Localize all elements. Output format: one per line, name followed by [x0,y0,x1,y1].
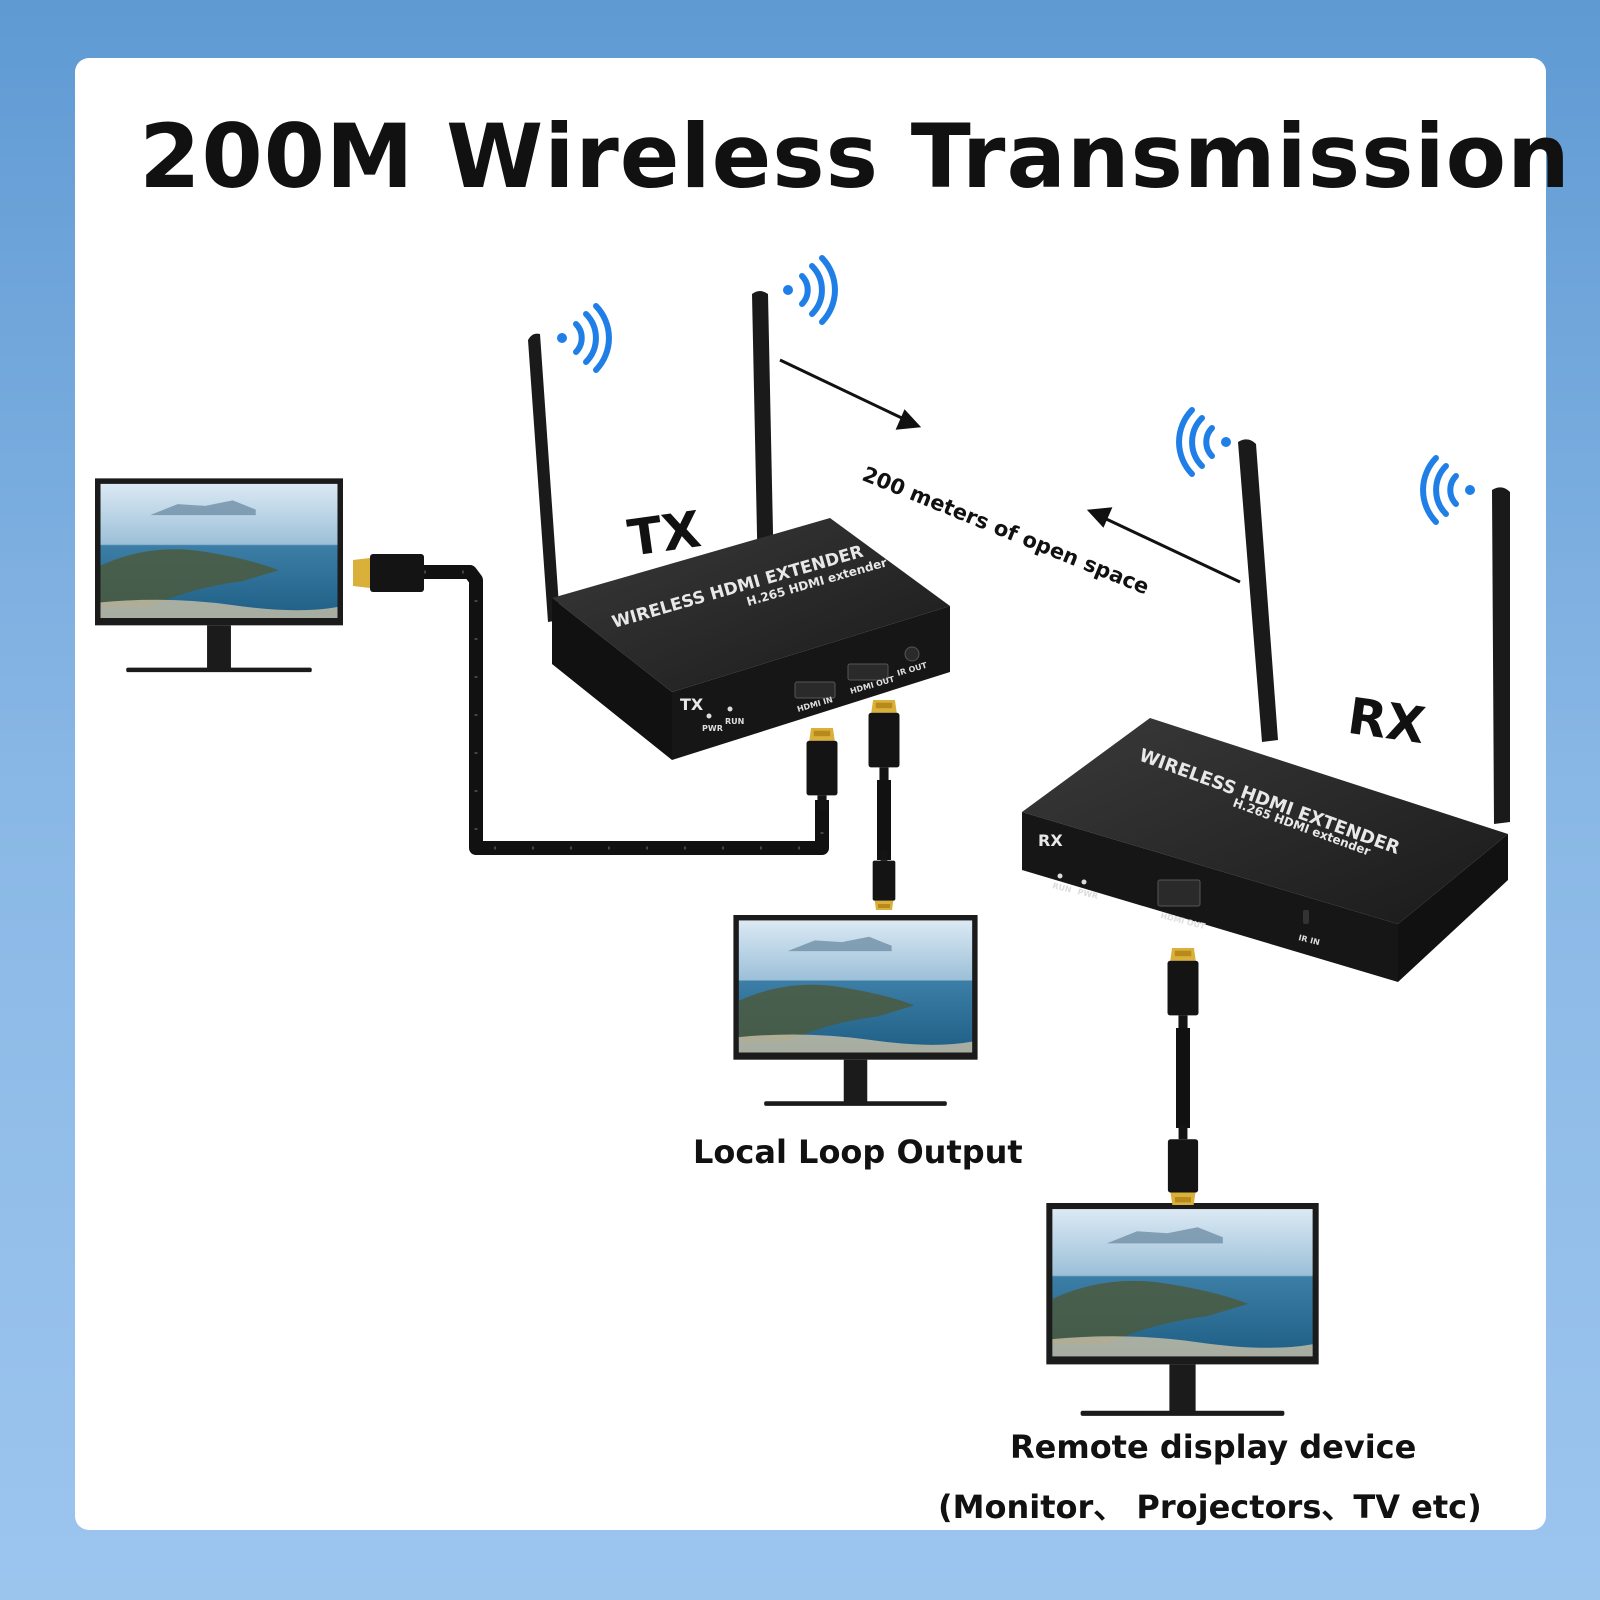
rx-device: WIRELESS HDMI EXTENDER H.265 HDMI extend… [1022,439,1510,982]
ir-in-port [1303,910,1309,924]
antenna-icon [1492,487,1510,824]
local-monitor-icon [733,915,978,1106]
hdmi-cable-icon [353,554,829,855]
source-monitor-icon [95,478,343,673]
wifi-signal-icon [557,303,612,373]
tx-label: TX [624,500,705,568]
hdmi-in-plug-icon [806,728,838,810]
rx-hdmi-out-port [1157,879,1201,907]
tx-device: WIRELESS HDMI EXTENDER H.265 HDMI extend… [528,291,950,760]
antenna-icon [1238,439,1278,742]
local-loop-output-label: Local Loop Output [693,1133,1023,1171]
distance-arrows [779,358,1241,584]
page-title: 200M Wireless Transmission [139,105,1571,208]
hdmi-cable-icon [1176,1028,1190,1128]
hdmi-plug-icon [872,850,896,910]
antenna-icon [752,291,774,582]
hdmi-plug-icon [1167,1125,1199,1205]
tx-badge: TX [680,695,704,714]
ir-out-port [904,646,920,662]
antenna-icon [528,333,560,622]
rx-hdmi-plug-icon [1167,948,1199,1030]
wifi-signal-icon [1176,407,1231,477]
remote-monitor-icon [1046,1203,1319,1416]
wifi-signal-icon [783,255,838,325]
tx-led-label: RUN [725,717,744,726]
hdmi-in-port [794,681,836,699]
rx-badge: RX [1038,831,1063,850]
wifi-signal-icon [1420,455,1475,525]
rx-label: RX [1344,686,1429,756]
hdmi-out-port [847,663,889,681]
remote-display-examples: (Monitor、 Projectors、TV etc) [938,1488,1482,1526]
tx-led-label: PWR [702,724,723,733]
remote-display-label: Remote display device [1010,1428,1417,1466]
arrow-icon [1086,507,1113,528]
hdmi-out-plug-icon [868,700,900,782]
hdmi-cable-icon [877,780,891,860]
arrow-icon [895,409,922,430]
